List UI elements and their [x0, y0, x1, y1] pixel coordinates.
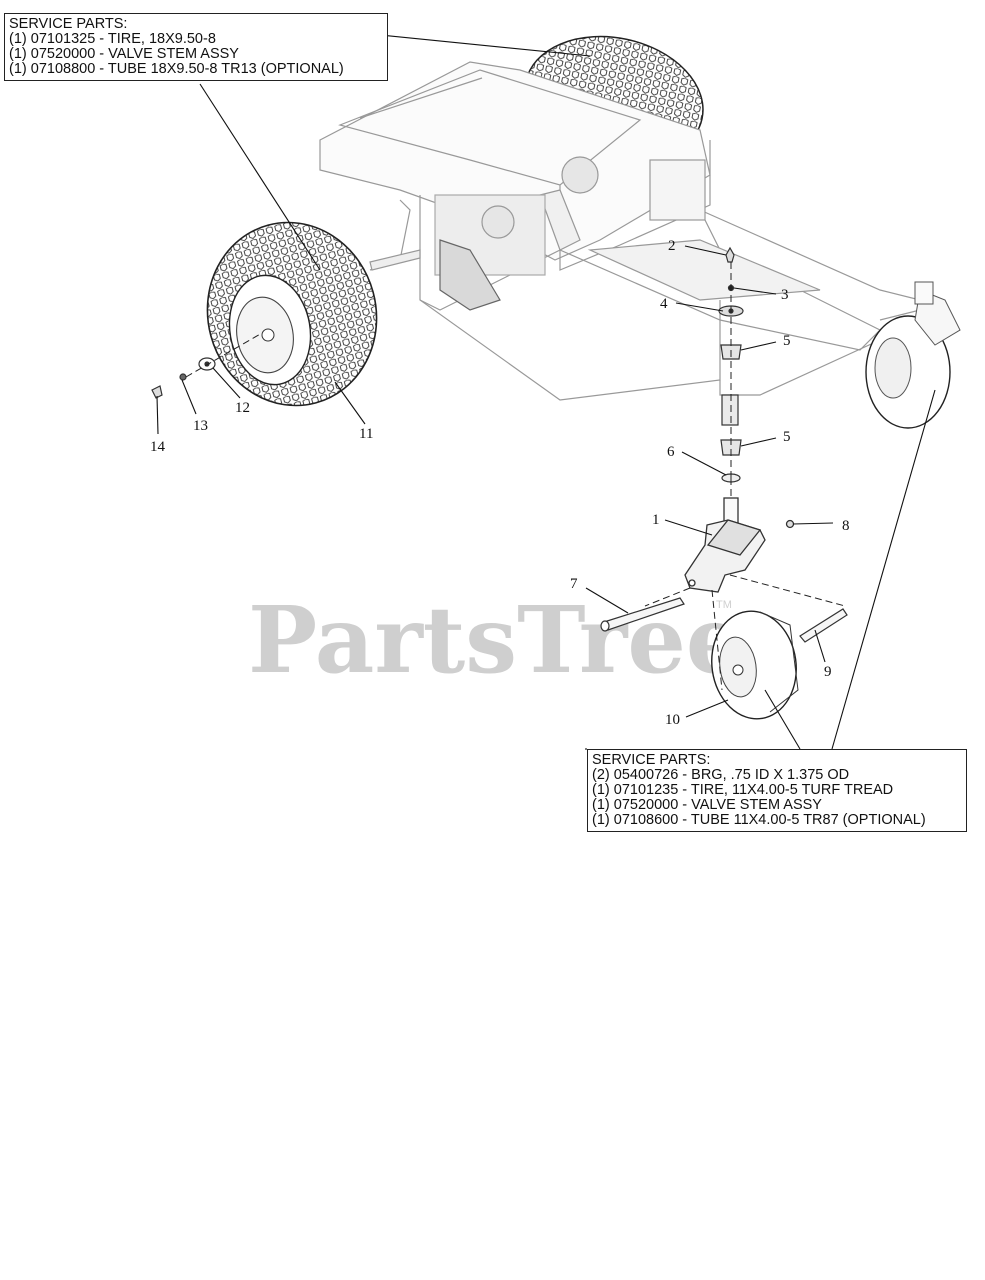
caster-wheel-installed [865, 281, 961, 429]
callout-11: 11 [359, 426, 373, 442]
callout-6: 6 [667, 444, 675, 460]
callout-5-lower: 5 [783, 429, 791, 445]
leader-lines [156, 34, 936, 750]
service-part-line: (1) 07101325 - TIRE, 18X9.50-8 [9, 31, 216, 47]
caster-wheel-exploded [711, 610, 799, 720]
service-parts-box-front: SERVICE PARTS: (2) 05400726 - BRG, .75 I… [587, 749, 967, 832]
mower-frame [319, 61, 921, 401]
service-part-line: (1) 07520000 - VALVE STEM ASSY [592, 797, 822, 813]
watermark-tm: TM [716, 599, 732, 611]
callout-13: 13 [193, 418, 208, 434]
rear-tire-left [206, 221, 378, 407]
caster-axle-pins [600, 597, 848, 643]
callout-9: 9 [824, 664, 832, 680]
service-part-line: (1) 07520000 - VALVE STEM ASSY [9, 46, 239, 62]
service-parts-heading: SERVICE PARTS: [592, 752, 711, 768]
callout-2: 2 [668, 238, 676, 254]
hub-hardware [151, 357, 216, 399]
callout-10: 10 [665, 712, 680, 728]
caster-fork [684, 497, 795, 593]
service-part-line: (2) 05400726 - BRG, .75 ID X 1.375 OD [592, 767, 850, 783]
service-parts-heading: SERVICE PARTS: [9, 16, 128, 32]
service-part-line: (1) 07108800 - TUBE 18X9.50-8 TR13 (OPTI… [9, 61, 344, 77]
center-lines [185, 262, 846, 691]
service-part-line: (1) 07101235 - TIRE, 11X4.00-5 TURF TREA… [592, 782, 894, 798]
callout-8: 8 [842, 518, 850, 534]
callout-14: 14 [150, 439, 166, 455]
callout-12: 12 [235, 400, 250, 416]
callout-1: 1 [652, 512, 660, 528]
callout-7: 7 [570, 576, 578, 592]
callout-5-upper: 5 [783, 333, 791, 349]
service-parts-box-rear: SERVICE PARTS: (1) 07101325 - TIRE, 18X9… [4, 13, 388, 81]
service-part-line: (1) 07108600 - TUBE 11X4.00-5 TR87 (OPTI… [592, 812, 926, 828]
callout-3: 3 [781, 287, 789, 303]
callout-numbers: 2 3 4 5 5 6 1 8 7 9 10 11 12 13 14 [150, 238, 850, 728]
callout-4: 4 [660, 296, 668, 312]
